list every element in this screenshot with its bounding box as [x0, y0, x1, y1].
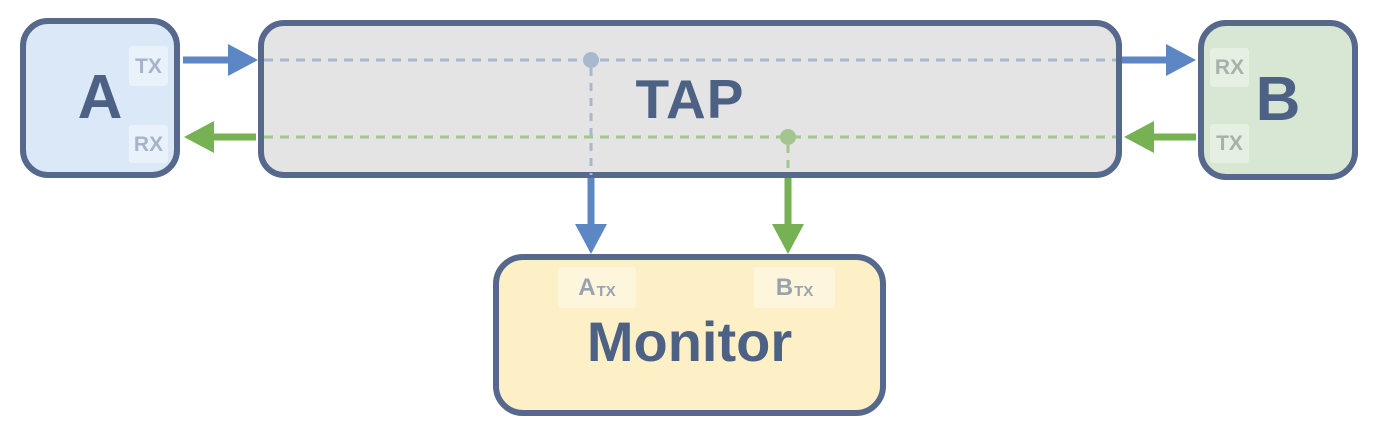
node-b-port-tx: TX [1210, 124, 1249, 163]
monitor-port-a-tx-sub: TX [596, 283, 616, 300]
node-a: A TX RX [20, 18, 180, 178]
node-b-port-rx: RX [1210, 48, 1249, 87]
node-a-port-rx: RX [129, 125, 168, 163]
monitor-port-a-tx-base: A [578, 273, 596, 301]
monitor-port-b-tx-sub: TX [794, 283, 814, 300]
arrow-tap-to-b-rx [1122, 44, 1196, 76]
arrow-b-tx-to-tap [1124, 121, 1196, 153]
node-monitor-label: Monitor [586, 310, 793, 373]
arrow-tap-to-monitor-b-tx [772, 178, 804, 254]
monitor-port-b-tx-base: B [775, 273, 794, 301]
arrow-tap-to-monitor-a-tx [575, 178, 607, 254]
node-a-port-tx: TX [129, 46, 168, 86]
arrow-tap-to-a-rx [184, 121, 256, 153]
node-tap-label: TAP [635, 67, 745, 130]
node-b-label: B [1255, 65, 1301, 134]
node-a-label: A [77, 63, 123, 132]
arrow-a-tx-to-tap [183, 44, 258, 76]
node-tap: TAP [258, 20, 1122, 178]
node-b: B RX TX [1198, 20, 1358, 180]
